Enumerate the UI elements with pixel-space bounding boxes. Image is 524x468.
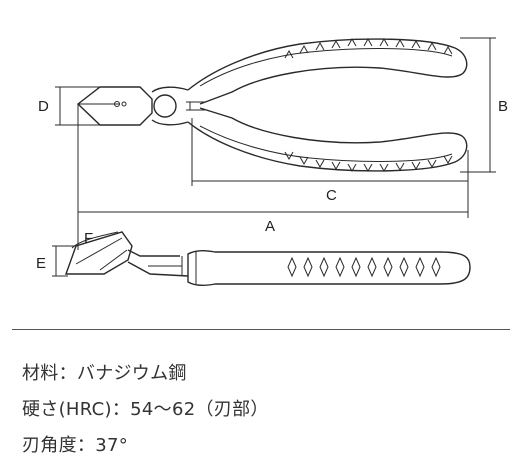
dimension-label-e: E bbox=[36, 255, 46, 272]
dimension-f: F bbox=[71, 230, 119, 249]
dimension-label-f: F bbox=[84, 230, 93, 247]
upper-grip-pattern bbox=[284, 37, 453, 59]
spring bbox=[186, 101, 205, 111]
side-handle bbox=[187, 249, 471, 287]
pivot-hole bbox=[153, 94, 177, 118]
dimension-b: B bbox=[460, 37, 508, 173]
spec-list: 材料：バナジウム鋼 硬さ(HRC)：54〜62（刃部） 刃角度：37° bbox=[22, 356, 269, 464]
rivet-small-2 bbox=[121, 101, 127, 107]
dimension-d: D bbox=[38, 86, 100, 126]
side-grip-pattern bbox=[287, 256, 441, 278]
pliers-side-view bbox=[65, 231, 471, 287]
dimension-label-c: C bbox=[326, 187, 337, 204]
dimension-a: A bbox=[77, 104, 469, 250]
dimension-label-d: D bbox=[38, 98, 49, 115]
upper-handle bbox=[187, 38, 468, 105]
dimension-c: C bbox=[191, 118, 469, 204]
pliers-top-view bbox=[76, 37, 468, 173]
dimension-e: E bbox=[36, 245, 76, 277]
pliers-technical-drawing: D B C A bbox=[36, 37, 508, 287]
lower-handle bbox=[187, 107, 468, 172]
spec-blade-angle: 刃角度：37° bbox=[22, 435, 129, 456]
spec-material: 材料：バナジウム鋼 bbox=[22, 363, 187, 384]
spec-hardness: 硬さ(HRC)：54〜62（刃部） bbox=[22, 399, 269, 420]
jaw-head bbox=[76, 86, 153, 126]
divider bbox=[12, 329, 510, 330]
lower-grip-pattern bbox=[284, 151, 453, 173]
dimension-label-b: B bbox=[498, 98, 508, 115]
dimension-label-a: A bbox=[265, 218, 275, 235]
rivet-small bbox=[114, 101, 120, 107]
